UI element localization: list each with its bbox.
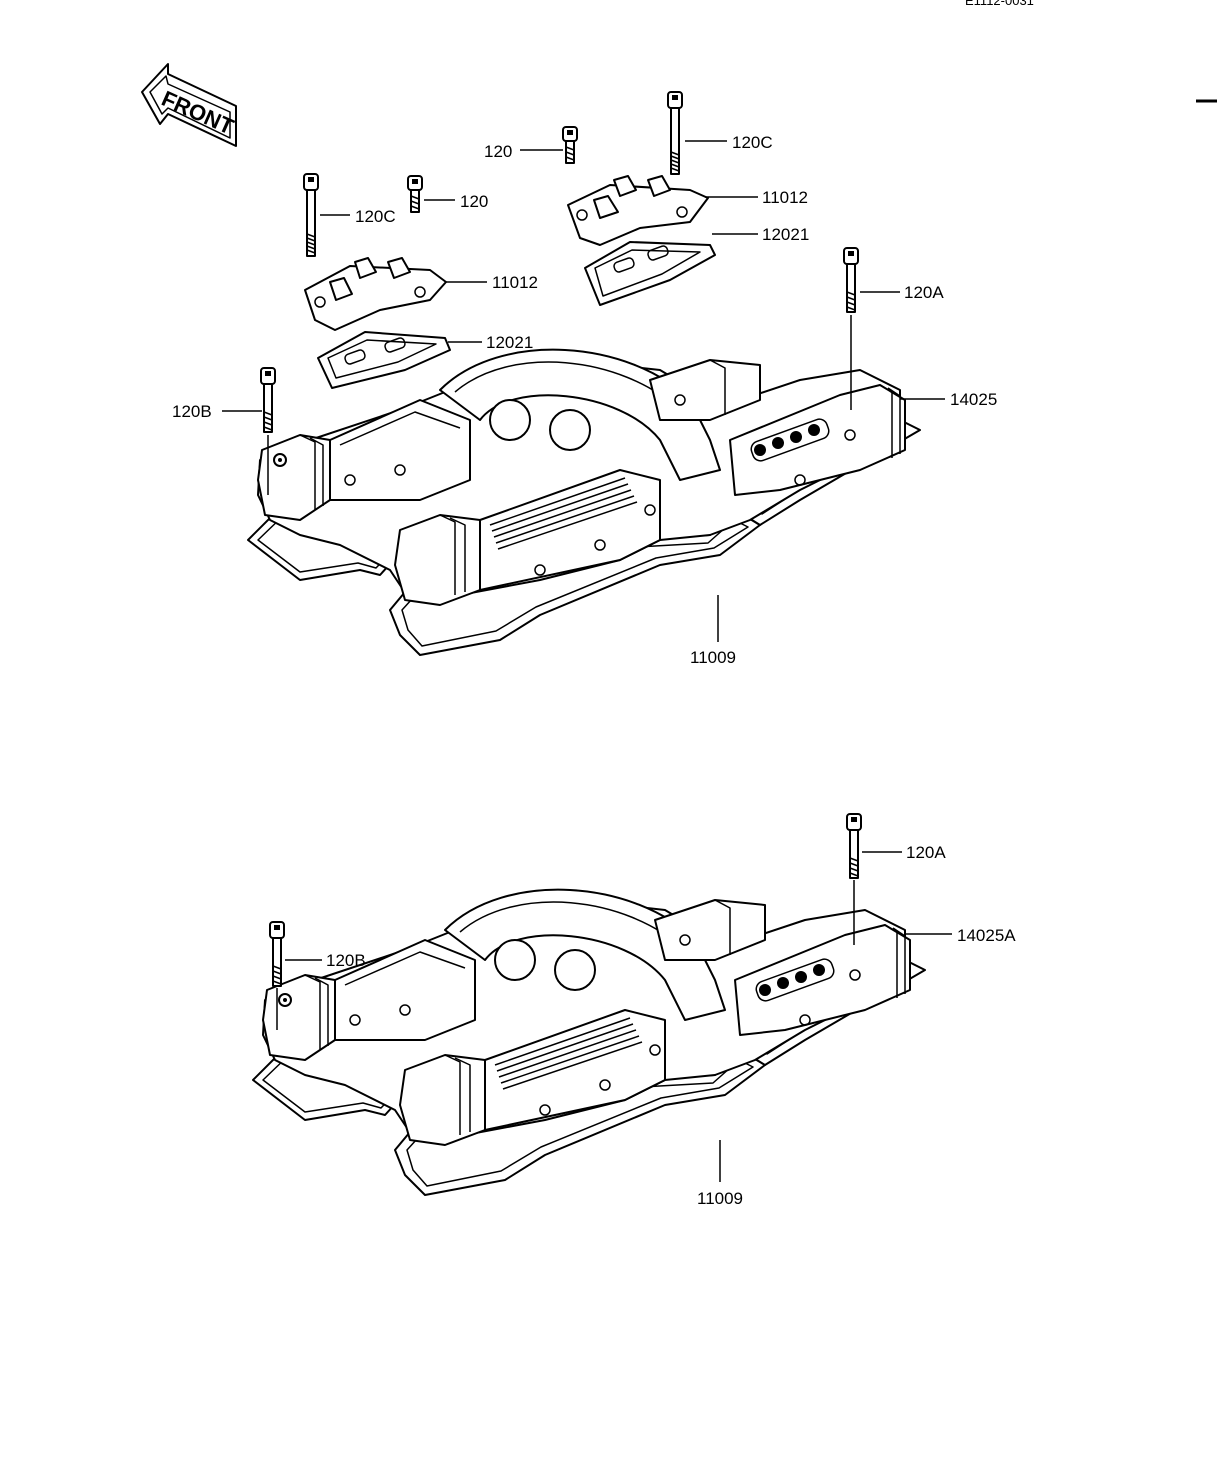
upper-label-11012-right: 11012: [762, 188, 808, 207]
front-arrow-icon: FRONT: [141, 63, 238, 147]
upper-label-11009: 11009: [690, 648, 736, 667]
upper-bolt-120c-left: [303, 173, 319, 257]
upper-head-cover: [247, 348, 921, 656]
upper-bolt-120c-right: [667, 91, 683, 175]
upper-label-120-left: 120: [460, 192, 488, 211]
lower-bolt-120b: [269, 921, 285, 987]
upper-bolt-120a: [843, 247, 859, 313]
upper-label-120c-left: 120C: [355, 207, 396, 226]
upper-cap-left: [304, 257, 447, 331]
upper-label-120-right: 120: [484, 142, 512, 161]
upper-label-120c-right: 120C: [732, 133, 773, 152]
lower-label-120b: 120B: [326, 951, 366, 970]
upper-cap-right: [567, 175, 709, 246]
upper-label-14025: 14025: [950, 390, 997, 409]
upper-label-12021-left: 12021: [486, 333, 533, 352]
lower-label-120a: 120A: [906, 843, 946, 862]
upper-cap-gasket-left: [317, 331, 451, 389]
upper-label-11012-left: 11012: [492, 273, 538, 292]
upper-label-12021-right: 12021: [762, 225, 809, 244]
lower-label-11009: 11009: [697, 1189, 743, 1208]
upper-assembly: 120 120C 120C 120 11012 12021 11012 1202…: [172, 91, 997, 667]
lower-assembly: 120A 120B 14025A 11009: [252, 813, 1016, 1208]
upper-cap-gasket-right: [584, 241, 716, 306]
diagram-code: E1112-0031: [965, 0, 1034, 8]
upper-bolt-120b: [260, 367, 276, 433]
upper-label-120b: 120B: [172, 402, 212, 421]
lower-label-14025a: 14025A: [957, 926, 1016, 945]
upper-bolt-120-left: [407, 175, 423, 213]
lower-head-cover: [252, 888, 926, 1196]
upper-bolt-120-right: [562, 126, 578, 164]
lower-bolt-120a: [846, 813, 862, 879]
upper-label-120a: 120A: [904, 283, 944, 302]
